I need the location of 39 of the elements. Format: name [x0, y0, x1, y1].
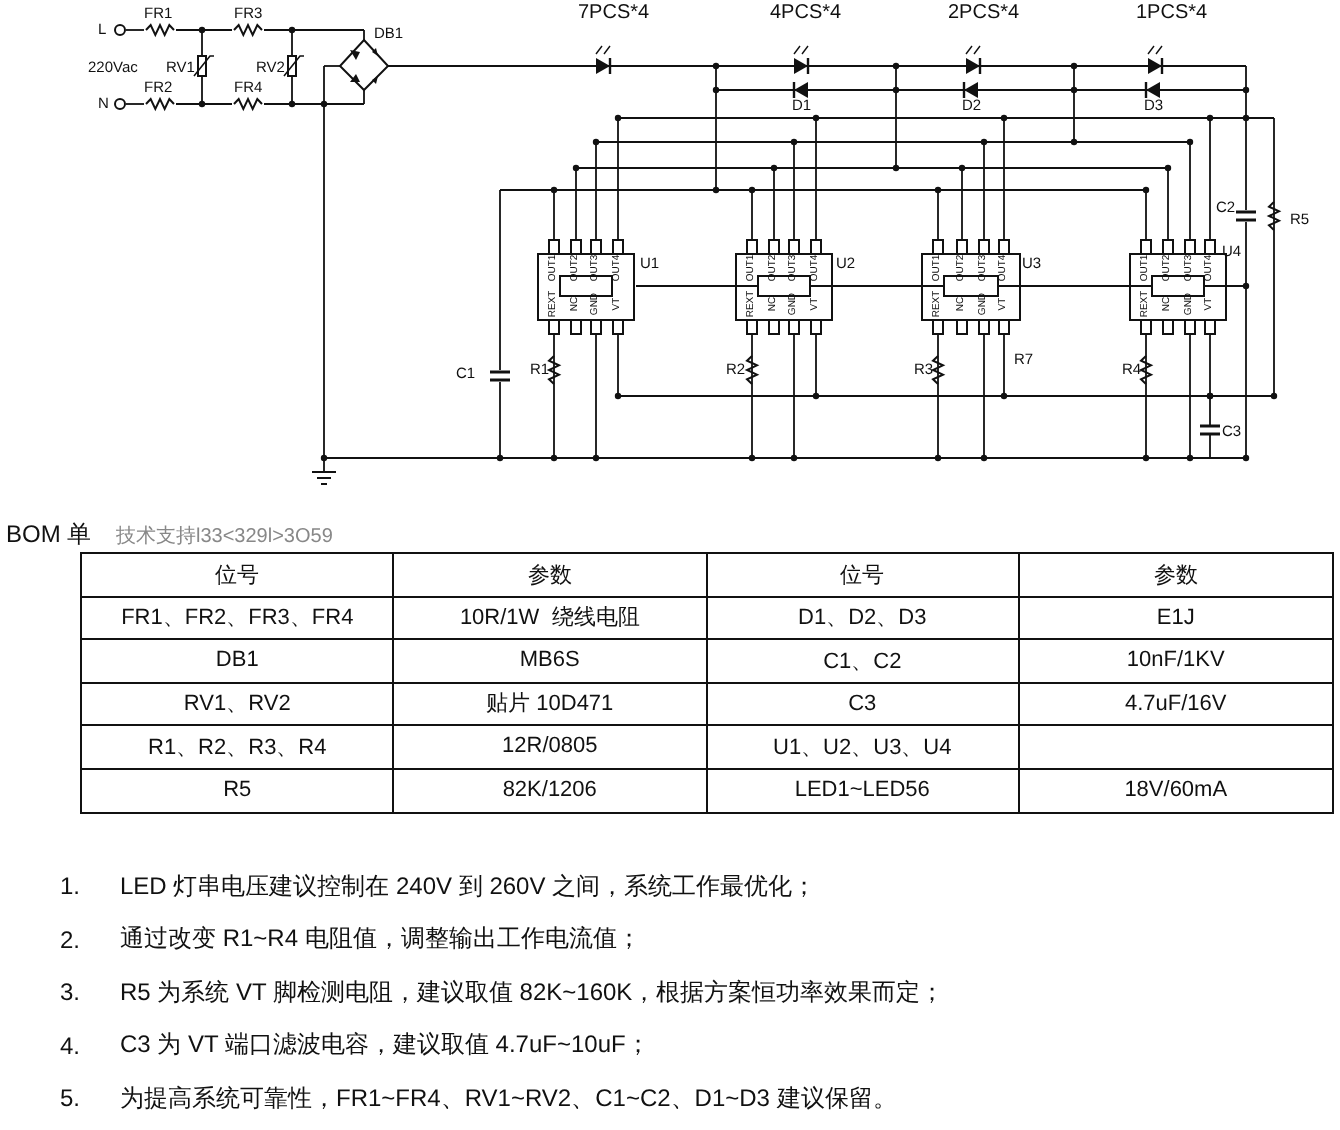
column-header: 位号 [707, 554, 1020, 597]
led-count-label: 4PCS*4 [770, 4, 842, 24]
note-text: C3 为 VT 端口滤波电容，建议取值 4.7uF~10uF； [120, 1028, 650, 1063]
part-designator: C3 [707, 683, 1020, 726]
note-text: LED 灯串电压建议控制在 240V 到 260V 之间，系统工作最优化； [120, 869, 817, 904]
note-text: 为提高系统可靠性，FR1~FR4、RV1~RV2、C1~C2、D1~D3 建议保留。 [120, 1081, 897, 1116]
column-header: 位号 [82, 554, 395, 597]
part-designator: RV1、RV2 [82, 683, 395, 726]
part-value: MB6S [394, 640, 707, 683]
part-value: 12R/0805 [394, 726, 707, 769]
note-number: 2. [60, 925, 83, 954]
note-text: R5 为系统 VT 脚检测电阻，建议取值 82K~160K，根据方案恒功率效果而定； [120, 975, 945, 1010]
part-value: 4.7uF/16V [1019, 683, 1332, 726]
part-designator: U1、U2、U3、U4 [707, 726, 1020, 769]
support-note: 技术支持l33<329l>3O59 [116, 523, 333, 550]
column-header: 参数 [394, 554, 707, 597]
part-value: 18V/60mA [1122, 776, 1230, 807]
part-value: 82K/1206 [394, 769, 707, 812]
part-value: 贴片 10D471 [394, 683, 707, 726]
part-value: E1J [1019, 597, 1332, 640]
note-text: 通过改变 R1~R4 电阻值，调整输出工作电流值； [120, 922, 641, 957]
led-count-label: 2PCS*4 [948, 4, 1020, 24]
part-designator: R1、R2、R3、R4 [82, 726, 395, 769]
note-number: 1. [60, 872, 83, 901]
note-number: 3. [60, 978, 83, 1007]
led-count-label: 7PCS*4 [578, 4, 650, 24]
part-designator: D1、D2、D3 [707, 597, 1020, 640]
column-header: 参数 [1019, 554, 1332, 597]
part-value: 10R/1W 绕线电阻 [394, 597, 707, 640]
note-number: 5. [60, 1084, 83, 1113]
led-count-label: 1PCS*4 [1136, 4, 1208, 24]
part-designator: R5 [82, 769, 395, 812]
part-designator: FR1、FR2、FR3、FR4 [82, 597, 395, 640]
part-designator: LED1~LED56 [707, 769, 1020, 812]
part-value: 10nF/1KV [1019, 640, 1332, 683]
part-designator: DB1 [82, 640, 395, 683]
bom-title: BOM 单 [6, 518, 92, 552]
note-number: 4. [60, 1031, 83, 1060]
part-designator: C1、C2 [707, 640, 1020, 683]
